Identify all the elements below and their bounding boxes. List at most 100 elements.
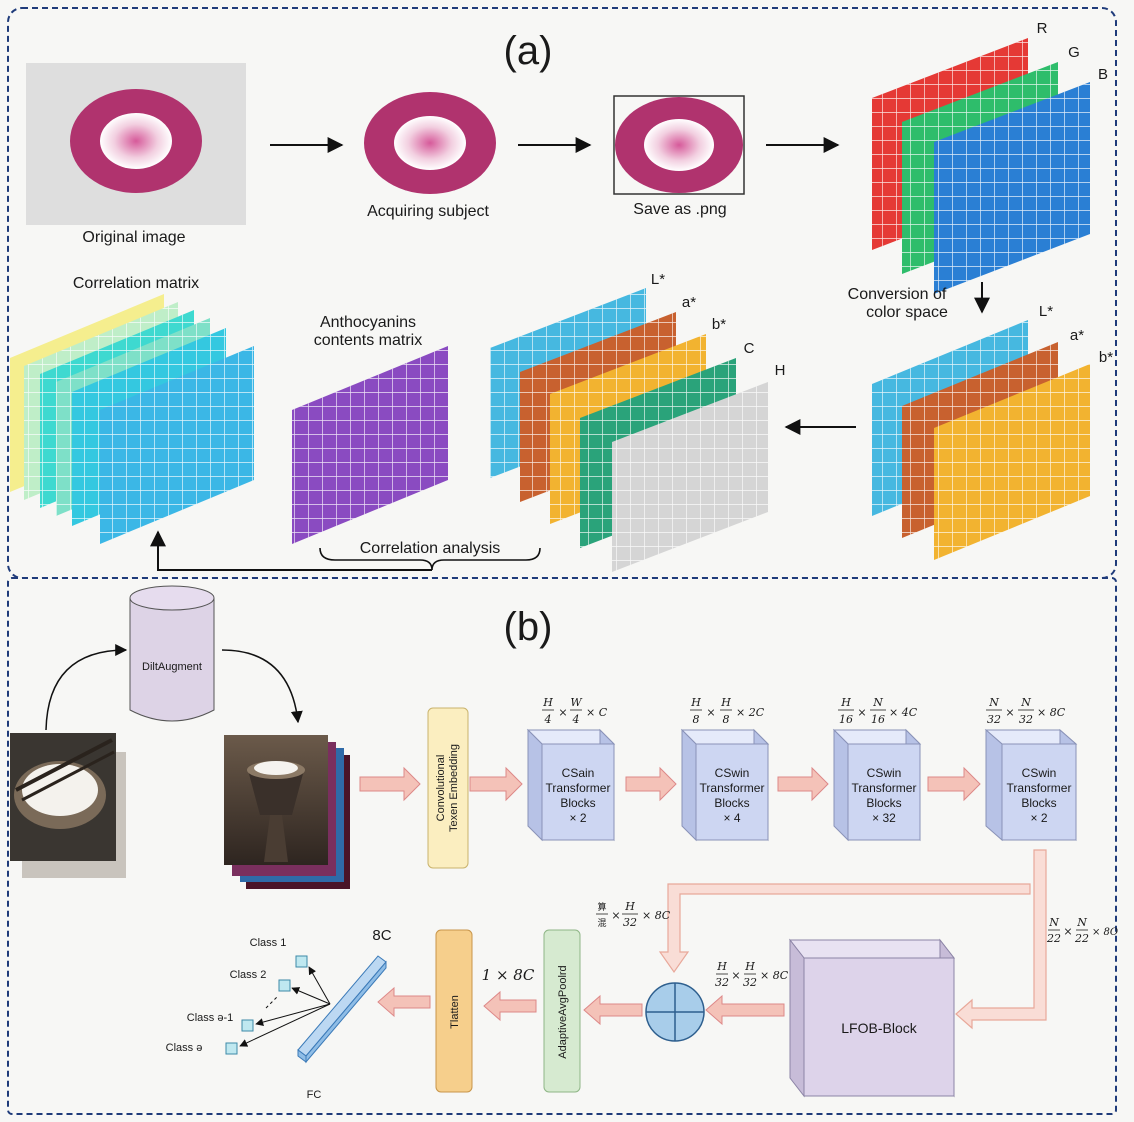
arrow-lfob-concat — [705, 994, 785, 1026]
stage-4-dim-b2: 32 — [1019, 713, 1033, 726]
side-dim-b: N — [1076, 916, 1087, 929]
database-label: DiltAugment — [142, 661, 202, 673]
stage-4-line-3: Blocks — [1021, 796, 1056, 810]
stage-1-line-1: CSain — [562, 766, 595, 780]
rgb-label-g: G — [1068, 44, 1080, 61]
side-dim-b2: 22 — [1074, 932, 1089, 945]
acquiring-subject-label: Acquiring subject — [367, 203, 489, 220]
stage-3 — [832, 728, 922, 842]
arrow-to-db — [45, 644, 128, 731]
stage-4-dim: N 32 × N 32 × 8C — [986, 696, 1066, 726]
lab-ch-label-a: a* — [682, 294, 696, 311]
stage-4-line-4: × 2 — [1030, 811, 1047, 825]
side-dim-c: × 8O — [1092, 927, 1118, 938]
lab-ch-label-h: H — [775, 362, 786, 379]
lfob-block — [788, 938, 956, 1098]
stage-3-line-4: × 32 — [872, 811, 896, 825]
correlation-analysis-label: Correlation analysis — [360, 540, 501, 557]
augmented-photo-stack — [224, 735, 350, 889]
stage-1-dim-b2: 4 — [572, 713, 580, 726]
skip-dim-b2: 32 — [623, 916, 637, 929]
stage-2-dim-c: × 2C — [736, 706, 765, 719]
flatten-label: Tlatten — [449, 995, 461, 1029]
arrow-pool-flatten — [483, 990, 537, 1022]
stage-4-line-2: Transformer — [1007, 781, 1072, 795]
stage-2-line-4: × 4 — [723, 811, 740, 825]
lab-ch-label-c: C — [744, 340, 755, 357]
stage-4 — [984, 728, 1078, 842]
stage-3-dim-c: × 4C — [889, 706, 918, 719]
embedding-label-1: Convolutional — [435, 755, 447, 822]
lab-ch-stack — [490, 288, 768, 572]
rice-photo — [10, 733, 126, 878]
stage-1-line-4: × 2 — [569, 811, 586, 825]
anthocyanins-matrix — [292, 346, 448, 544]
stage-4-dim-c: × 8C — [1037, 706, 1066, 719]
svg-text:×: × — [611, 909, 620, 922]
anthocyanins-label-1: Anthocyanins — [320, 314, 416, 331]
side-dim: N 22 × N 22 × 8O — [1046, 916, 1118, 945]
skip-dim: 算 混 × H 32 × 8C — [596, 900, 671, 929]
arrow-concat-pool — [583, 994, 643, 1026]
stage-1-line-3: Blocks — [560, 796, 595, 810]
stage-3-line-1: CSwin — [867, 766, 902, 780]
class-1-label: Class 1 — [250, 937, 287, 949]
stage-3-line-2: Transformer — [852, 781, 917, 795]
stage-2-line-3: Blocks — [714, 796, 749, 810]
stage-3-dim-b2: 16 — [871, 713, 885, 726]
flatten-box — [435, 929, 473, 1093]
stage-3-dim-a: H — [840, 696, 851, 709]
correlation-matrix-stack — [10, 294, 254, 544]
concat-node — [645, 982, 705, 1042]
svg-text:×: × — [731, 969, 740, 982]
lfob-label: LFOB-Block — [841, 1020, 917, 1036]
correlation-arrow — [150, 530, 432, 571]
stage-1-dim-a2: 4 — [544, 713, 552, 726]
lab-label-l: L* — [1039, 303, 1053, 320]
stage-1-dim-a: H — [542, 696, 553, 709]
stage-4-dim-a2: 32 — [987, 713, 1001, 726]
arrow-from-db — [221, 649, 303, 724]
side-dim-a2: 22 — [1046, 932, 1061, 945]
skip-dim-a: 算 — [597, 901, 606, 912]
stage-2-line-2: Transformer — [700, 781, 765, 795]
merge-dim-c: × 8C — [760, 969, 789, 982]
side-arrow — [955, 849, 1047, 1030]
class-n1-label: Class ə-1 — [187, 1012, 233, 1024]
side-dim-a: N — [1048, 916, 1059, 929]
stage-3-line-3: Blocks — [866, 796, 901, 810]
stage-2-line-1: CSwin — [715, 766, 750, 780]
stage-1-line-2: Transformer — [546, 781, 611, 795]
embedding-box — [427, 707, 469, 869]
fc-layer — [297, 955, 387, 1064]
merge-dim-a: H — [716, 960, 727, 973]
skip-dim-c: × 8C — [642, 909, 671, 922]
class-n-label: Class ə — [166, 1042, 203, 1054]
lab-label-a: a* — [1070, 327, 1084, 344]
lab-stack — [872, 320, 1090, 560]
vec-label: 1 × 8C — [482, 966, 535, 984]
fc-width-label: 8C — [372, 927, 391, 944]
embedding-label-2: Texen Embedding — [448, 744, 460, 832]
panel-b-label: (b) — [504, 605, 553, 649]
stage-2-dim-a: H — [690, 696, 701, 709]
conversion-label-2: color space — [866, 304, 948, 321]
panel-a-label: (a) — [504, 29, 553, 73]
merge-dim-b: H — [744, 960, 755, 973]
stage-2 — [680, 728, 770, 842]
acquired-subject — [364, 92, 496, 194]
png-image — [613, 95, 745, 195]
rgb-stack — [872, 38, 1090, 294]
save-png-label: Save as .png — [633, 201, 726, 218]
conversion-label-1: Conversion of — [848, 286, 947, 303]
avgpool-box — [543, 929, 581, 1093]
lab-ch-label-l: L* — [651, 271, 665, 288]
stage-1 — [526, 728, 616, 842]
stage-4-dim-b: N — [1020, 696, 1031, 709]
stage-4-dim-a: N — [988, 696, 999, 709]
lab-label-b: b* — [1099, 349, 1113, 366]
stage-3-dim-b: N — [872, 696, 883, 709]
lab-ch-label-b: b* — [712, 316, 726, 333]
stage-2-dim: H 8 × H 8 × 2C — [690, 696, 765, 726]
